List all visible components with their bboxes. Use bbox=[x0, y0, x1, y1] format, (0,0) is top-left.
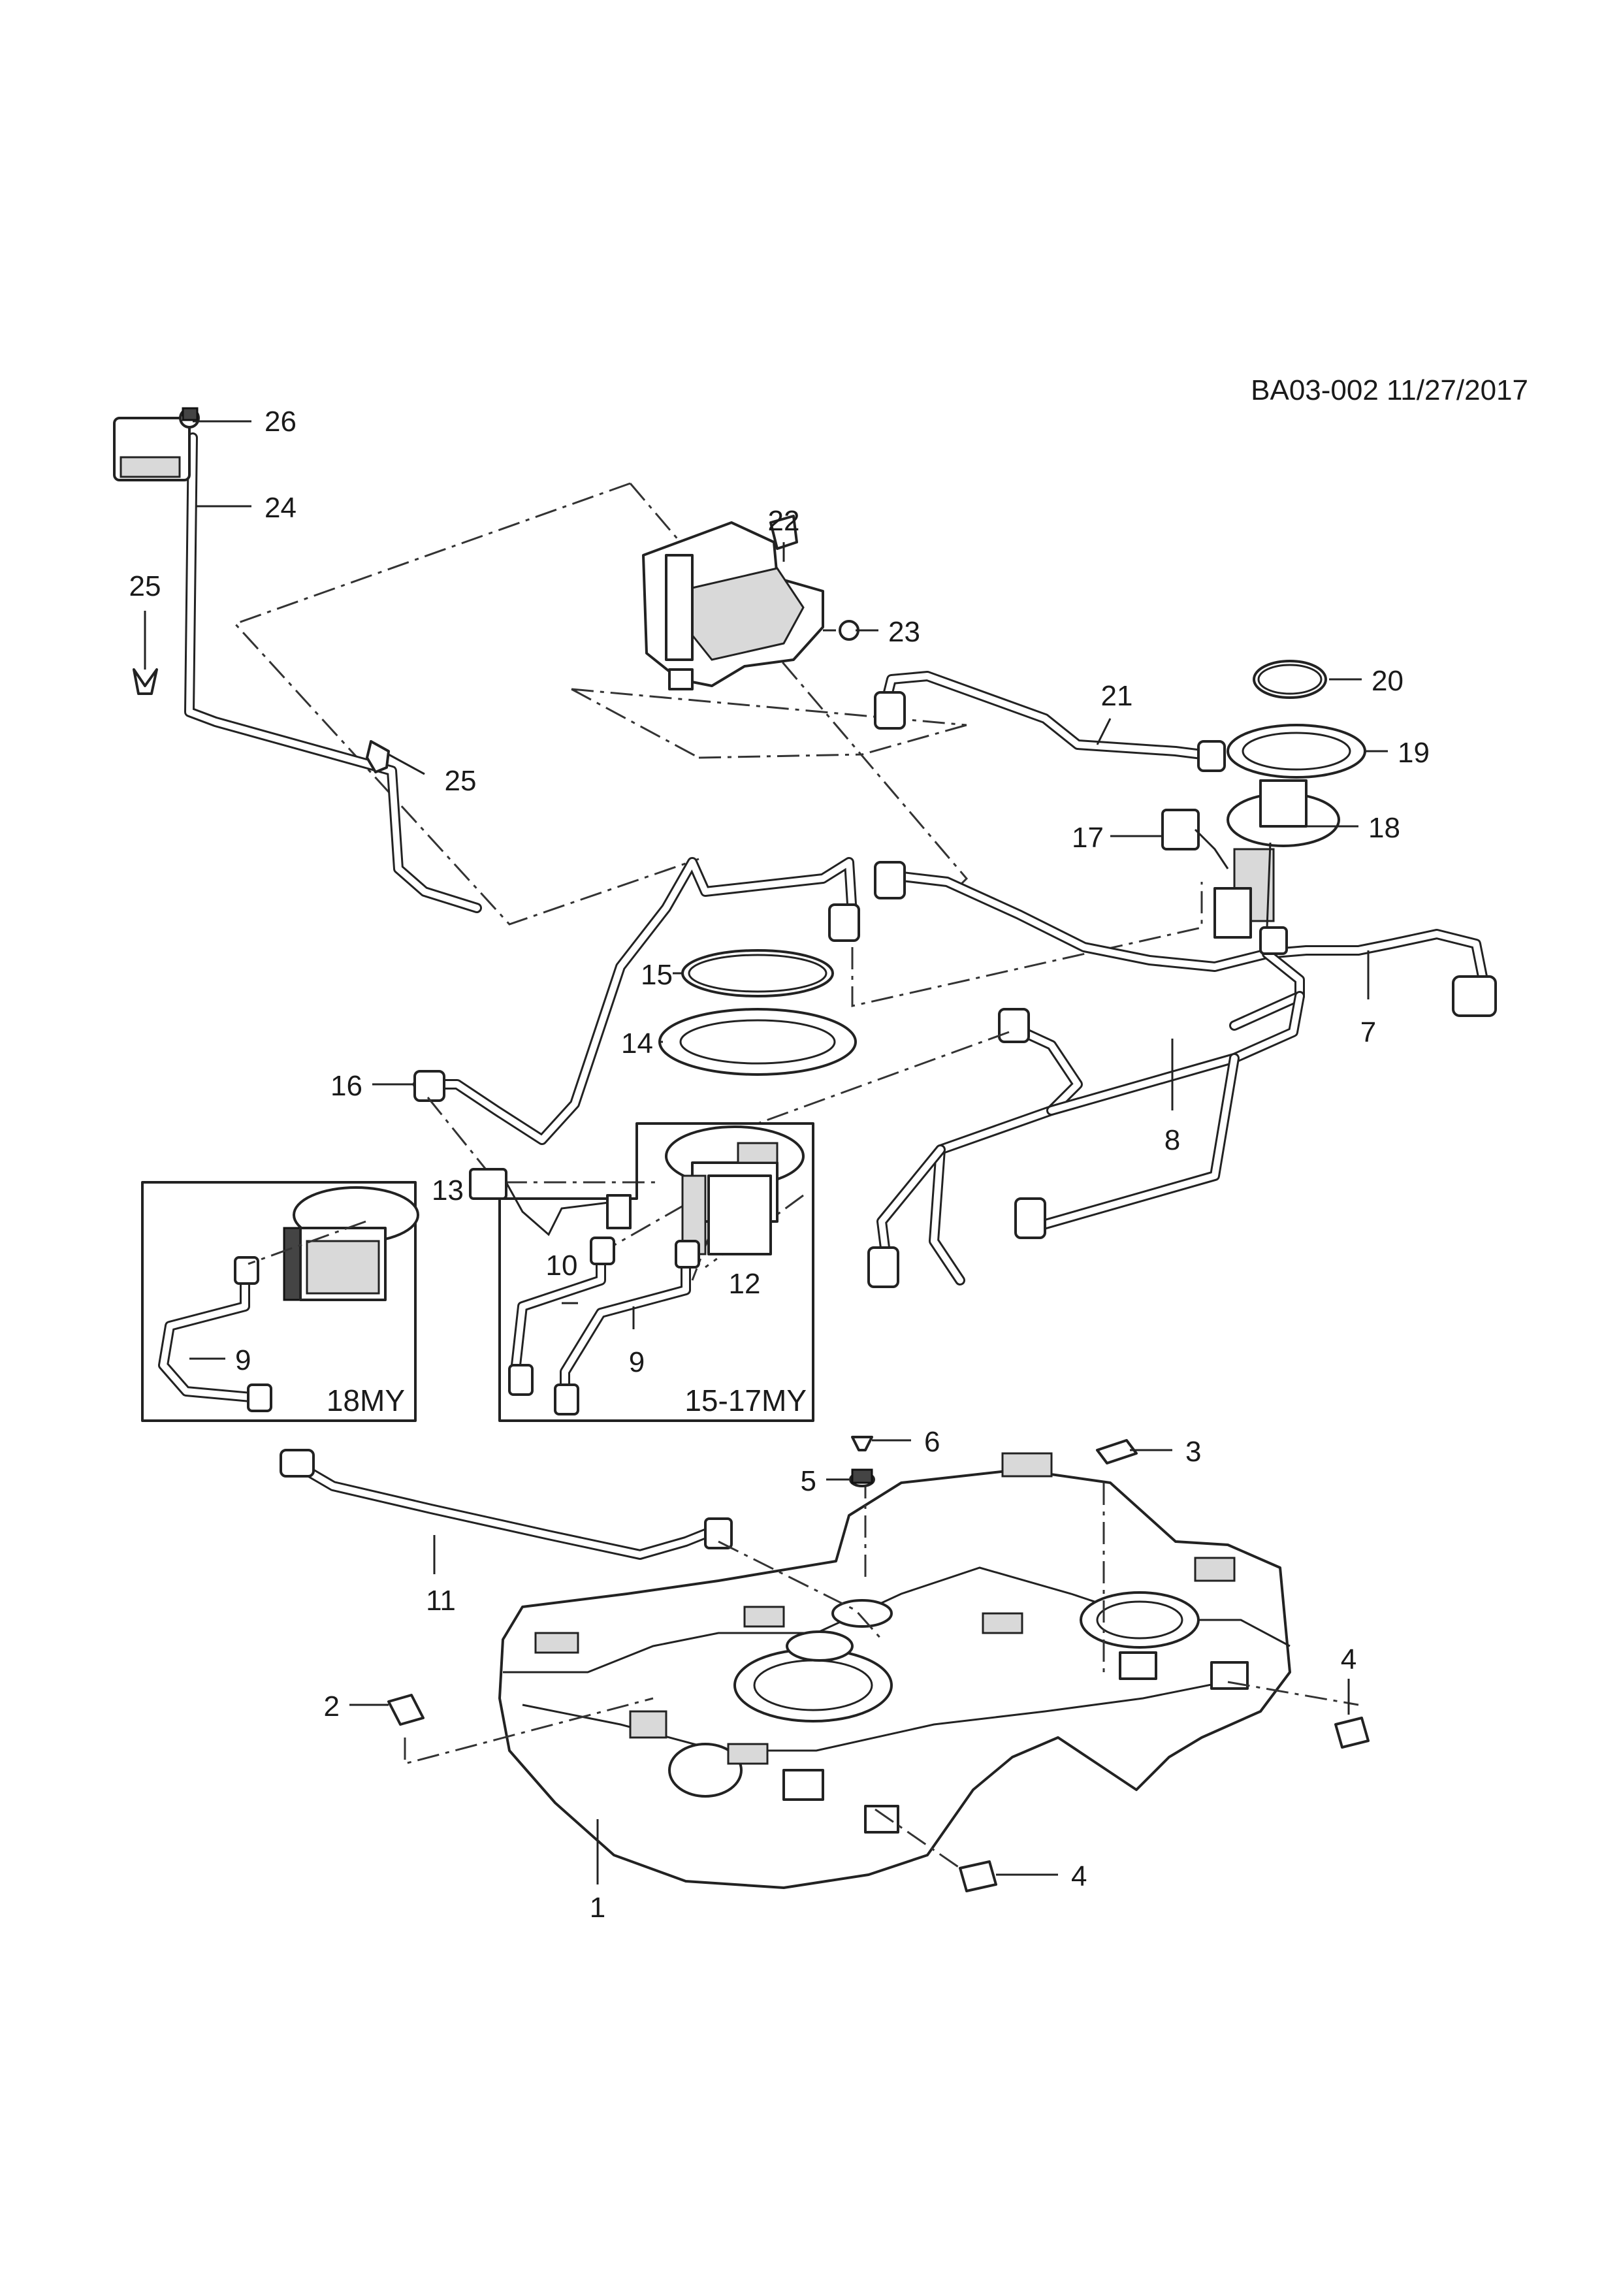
part-8-return-line bbox=[867, 991, 1305, 1288]
document-id: BA03-002 11/27/2017 bbox=[1251, 374, 1528, 406]
callout-25-mid: 25 bbox=[445, 765, 477, 797]
part-25-clip-left bbox=[133, 668, 158, 695]
callout-24: 24 bbox=[265, 492, 297, 524]
callout-8: 8 bbox=[1164, 1124, 1180, 1156]
part-5-grommet bbox=[849, 1468, 875, 1487]
inset-15-17my: 15-17MY bbox=[469, 1122, 814, 1422]
callout-26: 26 bbox=[265, 406, 297, 438]
callout-11: 11 bbox=[426, 1585, 456, 1617]
part-24-vapor-line bbox=[113, 417, 482, 913]
callout-9-18my: 9 bbox=[235, 1344, 251, 1376]
callout-leaders bbox=[144, 420, 1388, 1884]
part-9-hose-18my bbox=[158, 1256, 272, 1412]
callout-17: 17 bbox=[1072, 822, 1104, 854]
part-17-sender bbox=[1161, 809, 1229, 869]
part-11-filler-line bbox=[280, 1449, 733, 1560]
inset-18my: 18MY bbox=[141, 1181, 419, 1422]
callout-19: 19 bbox=[1398, 737, 1430, 769]
callout-4-right: 4 bbox=[1341, 1643, 1356, 1675]
part-18my-fuel-pump-module bbox=[283, 1186, 419, 1301]
callout-16: 16 bbox=[330, 1070, 362, 1102]
callout-7: 7 bbox=[1360, 1016, 1376, 1048]
part-14-lock-ring bbox=[658, 1008, 857, 1076]
callout-25-left: 25 bbox=[129, 570, 161, 602]
callout-14: 14 bbox=[621, 1027, 653, 1059]
part-21-hose bbox=[874, 671, 1226, 772]
assembly-outline-upper bbox=[233, 482, 969, 926]
part-22-evap-canister bbox=[642, 515, 824, 690]
part-16-connector-line bbox=[413, 857, 860, 1145]
part-15-seal-ring bbox=[681, 949, 834, 997]
part-4-pad-right bbox=[1334, 1717, 1370, 1749]
part-13-level-sender bbox=[469, 1168, 632, 1237]
callout-23: 23 bbox=[888, 616, 920, 648]
callout-12: 12 bbox=[729, 1268, 761, 1300]
callout-18: 18 bbox=[1368, 812, 1400, 844]
part-1-fuel-tank bbox=[498, 1452, 1291, 1889]
callout-21: 21 bbox=[1101, 680, 1133, 712]
part-10-hose bbox=[508, 1237, 615, 1396]
callout-6: 6 bbox=[924, 1426, 940, 1458]
inset-15-17my-label: 15-17MY bbox=[684, 1383, 807, 1417]
callout-22: 22 bbox=[768, 505, 800, 537]
part-19-lock-ring bbox=[1227, 724, 1366, 779]
callout-5: 5 bbox=[801, 1465, 816, 1497]
callout-1: 1 bbox=[590, 1892, 605, 1924]
part-18-fuel-pump-module bbox=[1213, 779, 1340, 939]
callout-9-1517my: 9 bbox=[629, 1346, 645, 1378]
part-7-fuel-feed-line bbox=[874, 861, 1497, 1031]
callout-4-bottom: 4 bbox=[1071, 1860, 1087, 1892]
callout-13: 13 bbox=[432, 1174, 464, 1206]
part-6-plug bbox=[851, 1436, 873, 1451]
part-12-fuel-pump-module bbox=[665, 1125, 805, 1255]
callout-20: 20 bbox=[1372, 665, 1404, 697]
callout-3: 3 bbox=[1185, 1436, 1201, 1468]
callout-2: 2 bbox=[324, 1690, 340, 1722]
part-23-bolt bbox=[823, 620, 859, 641]
tank-guide-lines bbox=[404, 1476, 1359, 1869]
part-3-pad bbox=[1096, 1439, 1138, 1464]
part-25-clip-mid bbox=[366, 740, 390, 773]
part-9-hose-1517my bbox=[554, 1240, 700, 1415]
part-2-pad bbox=[387, 1694, 425, 1726]
callout-15: 15 bbox=[641, 959, 673, 991]
callout-10: 10 bbox=[546, 1250, 578, 1282]
part-4-pad-bottom bbox=[959, 1860, 997, 1892]
inset-18my-label: 18MY bbox=[327, 1383, 405, 1417]
part-20-seal-ring bbox=[1253, 660, 1327, 699]
part-26-clip bbox=[179, 407, 200, 428]
assembly-outline-mid bbox=[851, 882, 1203, 1007]
